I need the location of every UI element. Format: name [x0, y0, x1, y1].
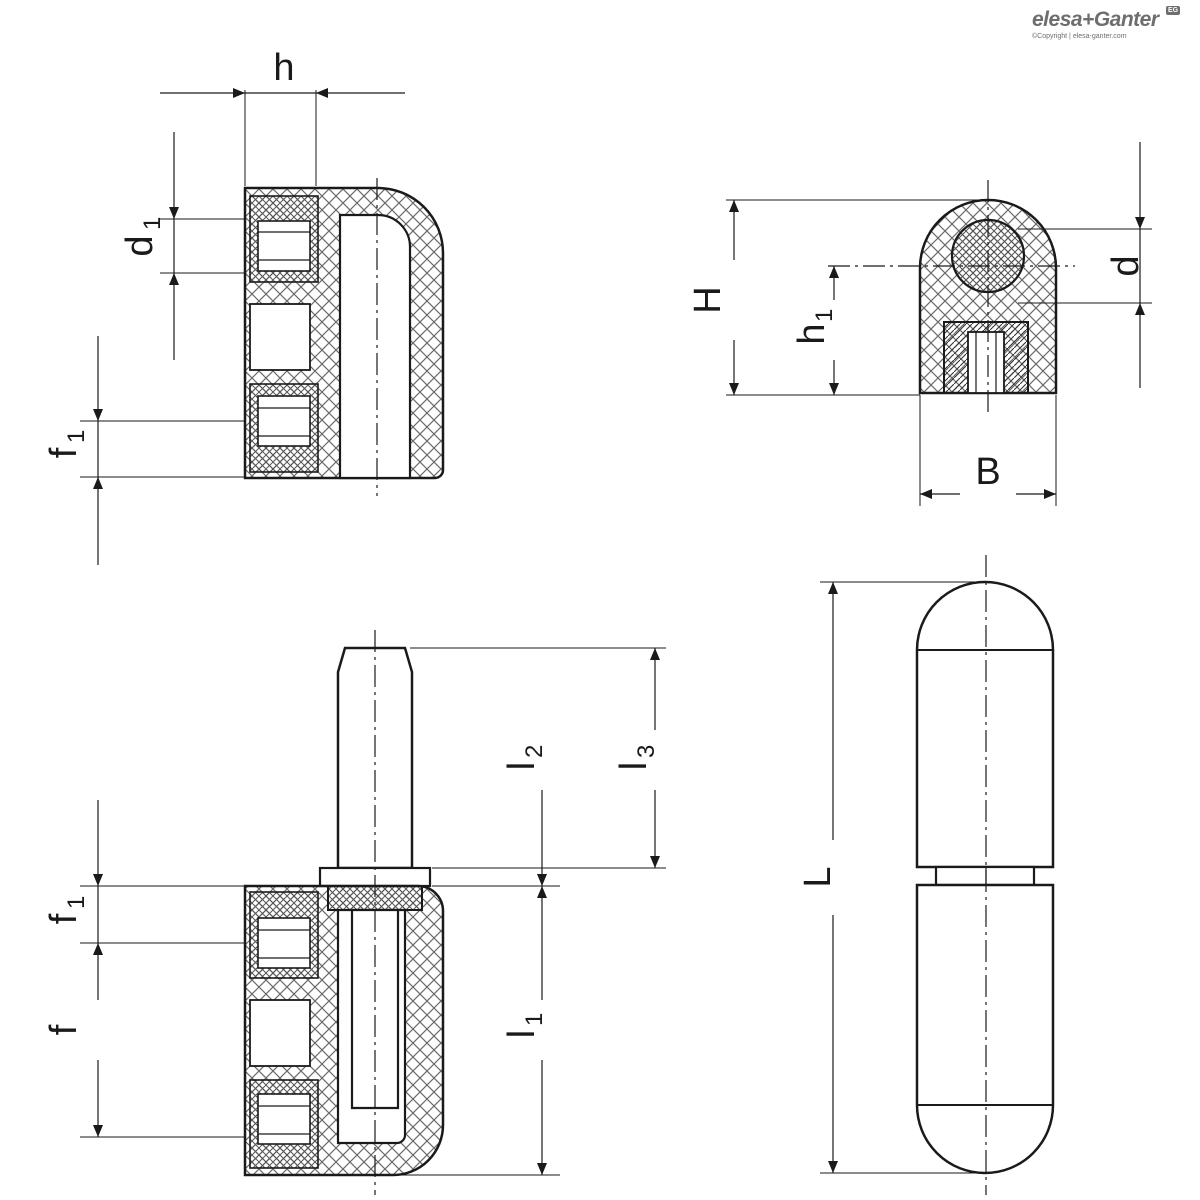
label-f1-top-main: f — [43, 447, 85, 458]
lower-bore-bottom — [257, 1093, 311, 1145]
lower-barrel — [915, 883, 1055, 1175]
upper-barrel — [915, 580, 1055, 869]
label-d1-sub: 1 — [139, 217, 166, 230]
label-f1-bottom: f 1 — [43, 896, 90, 925]
label-l1-sub: 1 — [521, 1013, 548, 1026]
pin-cavity — [338, 213, 412, 480]
label-l1-main: l — [501, 1030, 543, 1038]
view-top-left-section — [80, 88, 445, 565]
bore-middle — [249, 303, 311, 371]
barrel-gap — [934, 865, 1036, 887]
label-l3: l 3 — [613, 745, 660, 771]
label-d1-main: d — [119, 235, 161, 256]
label-l1: l 1 — [501, 1013, 548, 1039]
logo-brand: elesa+Ganter — [1032, 8, 1159, 31]
label-f: f — [43, 1024, 85, 1035]
bore-top — [257, 220, 311, 272]
lower-bore-top — [257, 917, 311, 969]
bore-bottom — [257, 395, 311, 447]
lower-bore-middle — [249, 999, 311, 1067]
label-d: d — [1105, 255, 1147, 276]
label-h1-main: h — [791, 323, 833, 344]
logo-badge: EG — [1166, 6, 1181, 15]
view-bottom-left-section — [80, 630, 666, 1195]
label-h1-sub: 1 — [811, 309, 838, 322]
label-h1: h 1 — [791, 309, 838, 345]
label-l3-main: l — [613, 762, 655, 770]
label-d1: d 1 — [119, 217, 166, 257]
label-l2-main: l — [501, 762, 543, 770]
label-f1-top: f 1 — [43, 430, 90, 459]
elesa-ganter-logo: elesa+Ganter EG ©Copyright | elesa-gante… — [1032, 6, 1192, 46]
label-f1-top-sub: 1 — [63, 430, 90, 443]
label-l2: l 2 — [501, 745, 548, 771]
label-f1-bottom-main: f — [43, 913, 85, 924]
label-f1-bottom-sub: 1 — [63, 896, 90, 909]
insert-bore — [967, 331, 1005, 394]
logo-copyright: ©Copyright | elesa-ganter.com — [1032, 33, 1127, 40]
view-top-right-section — [726, 142, 1152, 506]
label-h: h — [273, 47, 294, 89]
label-B: B — [975, 451, 1000, 493]
label-L: L — [797, 866, 839, 887]
label-H: H — [687, 286, 729, 313]
label-l2-sub: 2 — [521, 745, 548, 758]
view-bottom-right-elevation — [820, 555, 1055, 1195]
label-l3-sub: 3 — [633, 745, 660, 758]
